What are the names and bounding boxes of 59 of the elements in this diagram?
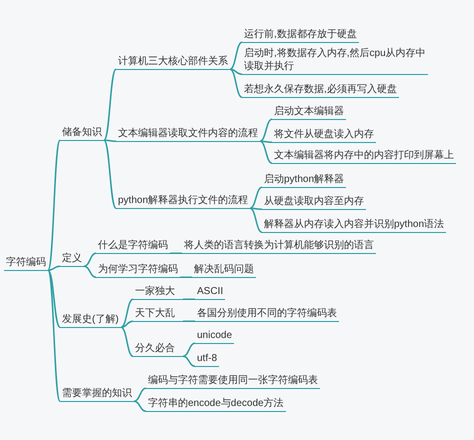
subtopic: utf-8 bbox=[195, 352, 220, 367]
branch-line bbox=[134, 388, 146, 402]
branch-line bbox=[48, 270, 60, 328]
subtopic: 从硬盘读取内容至内存 bbox=[262, 195, 366, 210]
central-topic: 字符编码 bbox=[4, 256, 48, 271]
branch-line bbox=[260, 118, 272, 142]
branch-line bbox=[182, 342, 196, 357]
branch-line bbox=[84, 252, 96, 267]
branch-line bbox=[250, 186, 262, 209]
subtopic: 运行前,数据都存放于硬盘 bbox=[242, 28, 359, 43]
subtopic: 计算机三大核心部件关系 bbox=[116, 55, 230, 70]
subtopic: 解释器从内存读入内容并识别python语法 bbox=[262, 218, 446, 233]
branch-line bbox=[250, 208, 262, 233]
branch-line bbox=[183, 320, 195, 322]
main-topic: 需要掌握的知识 bbox=[60, 387, 134, 402]
subtopic: 为何学习字符编码 bbox=[96, 263, 180, 278]
branch-line bbox=[230, 68, 242, 98]
subtopic: 各国分别使用不同的字符编码表 bbox=[195, 307, 339, 322]
subtopic: 启动时,将数据存入内存,然后cpu从内存中读取并执行 bbox=[242, 47, 428, 75]
branch-line bbox=[183, 298, 195, 300]
branch-line bbox=[84, 266, 96, 278]
branch-line bbox=[120, 320, 134, 328]
branch-line bbox=[180, 276, 192, 278]
subtopic: 编码与字符需要使用同一张字符编码表 bbox=[146, 374, 320, 389]
main-topic: 定义 bbox=[60, 252, 84, 267]
branch-line bbox=[103, 68, 117, 141]
branch-line bbox=[120, 298, 134, 328]
subtopic: 启动文本编辑器 bbox=[272, 105, 346, 120]
subtopic: 分久必合 bbox=[133, 342, 183, 357]
subtopic: 将人类的语言转换为计算机能够识别的语言 bbox=[182, 239, 376, 254]
branch-line bbox=[260, 140, 272, 143]
subtopic: 文本编辑器读取文件内容的流程 bbox=[116, 127, 260, 142]
branch-line bbox=[47, 140, 61, 271]
branch-line bbox=[104, 140, 116, 142]
branch-line bbox=[250, 208, 262, 210]
branch-line bbox=[170, 252, 182, 254]
branch-line bbox=[260, 140, 272, 164]
branch-line bbox=[182, 356, 196, 367]
subtopic: 解决乱码问题 bbox=[192, 263, 256, 278]
subtopic: 文本编辑器将内存中的内容打印到屏幕上 bbox=[272, 149, 456, 164]
branch-line bbox=[230, 68, 242, 75]
branch-line bbox=[103, 140, 117, 209]
branch-line bbox=[48, 266, 60, 271]
branch-line bbox=[47, 270, 61, 402]
subtopic: 若想永久保存数据,必须再写入硬盘 bbox=[242, 83, 399, 98]
subtopic: 一家独大 bbox=[133, 285, 183, 300]
main-topic: 发展史(了解) bbox=[60, 313, 121, 328]
subtopic: ASCII bbox=[195, 285, 226, 300]
branch-line bbox=[230, 42, 242, 70]
subtopic: python解释器执行文件的流程 bbox=[116, 194, 250, 209]
subtopic: 天下大乱 bbox=[133, 307, 183, 322]
main-topic: 储备知识 bbox=[60, 126, 104, 141]
branch-line bbox=[120, 326, 134, 357]
subtopic: 启动python解释器 bbox=[262, 173, 346, 188]
branch-line bbox=[134, 400, 146, 412]
subtopic: unicode bbox=[195, 329, 234, 344]
subtopic: 字符串的encode与decode方法 bbox=[146, 397, 286, 412]
subtopic: 什么是字符编码 bbox=[96, 239, 170, 254]
subtopic: 将文件从硬盘读入内存 bbox=[272, 128, 376, 143]
